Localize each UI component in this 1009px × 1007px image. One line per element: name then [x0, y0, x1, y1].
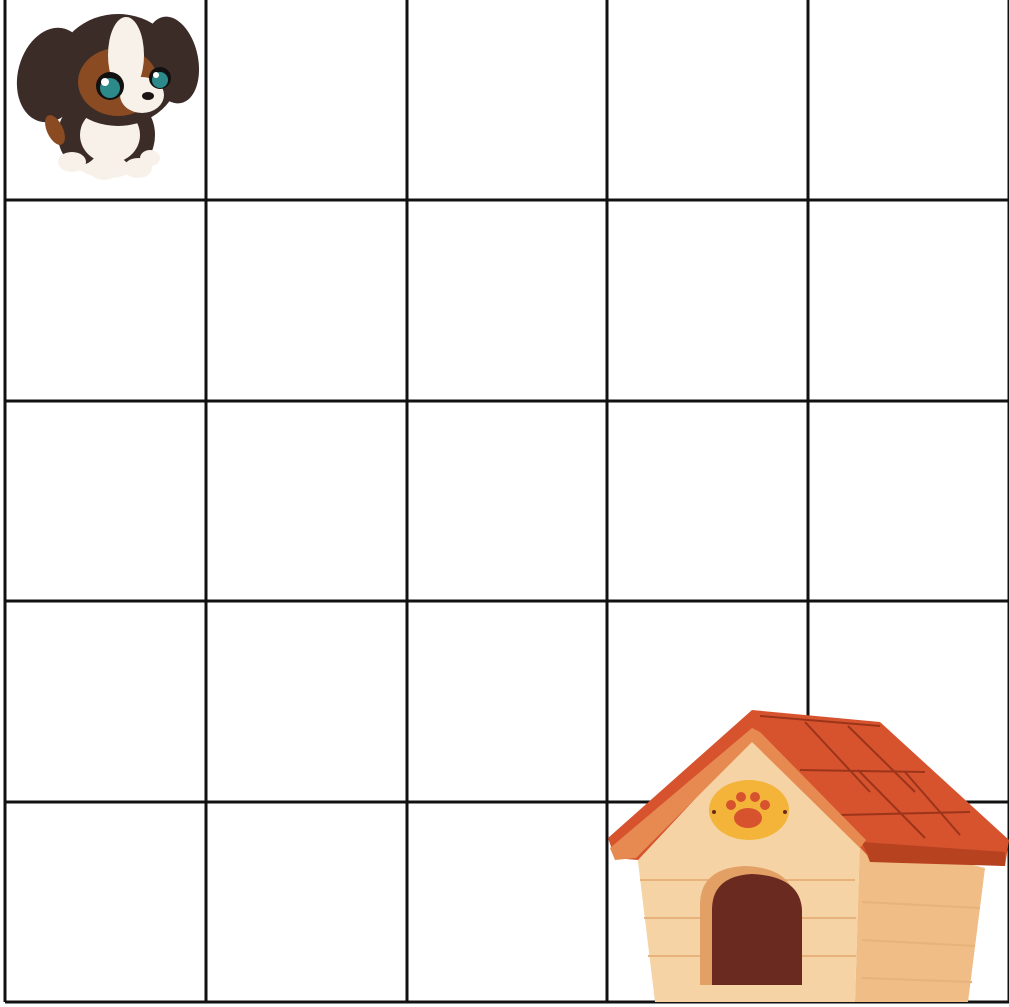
doghouse-icon[interactable]	[608, 710, 1009, 1002]
puppy-icon[interactable]	[7, 12, 207, 180]
